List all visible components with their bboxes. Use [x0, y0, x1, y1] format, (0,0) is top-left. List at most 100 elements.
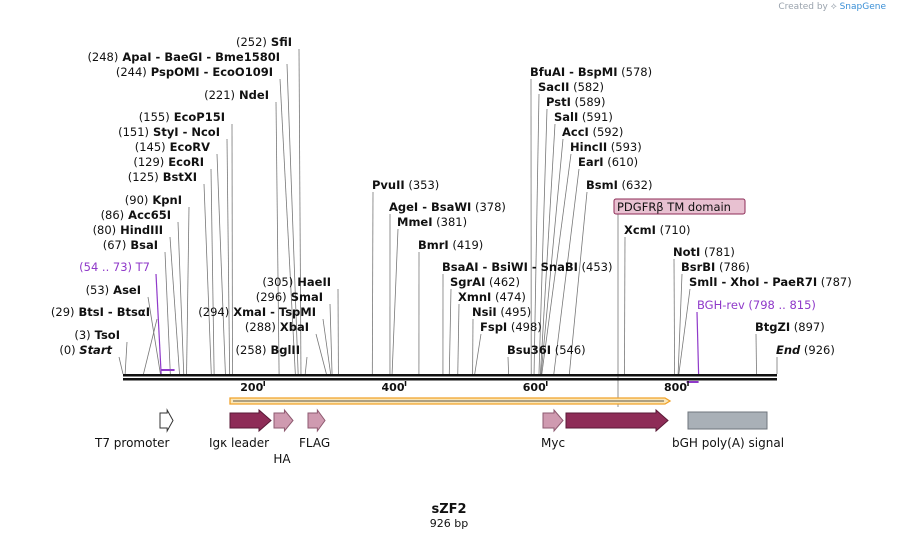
site-label-apai[interactable]: (248) ApaI - BaeGI - Bme1580I	[87, 50, 280, 64]
site-label-acc65i[interactable]: (86) Acc65I	[101, 208, 171, 222]
feature-label: bGH poly(A) signal	[672, 436, 784, 450]
site-line-pvuii	[371, 191, 374, 375]
feature-label: Myc	[541, 436, 565, 450]
site-label-hincii[interactable]: HincII (593)	[570, 140, 642, 154]
site-line-bghrev	[696, 311, 700, 375]
credit-prefix: Created by	[778, 2, 828, 12]
site-label-haeii[interactable]: (305) HaeII	[262, 275, 331, 289]
site-label-btsi[interactable]: (29) BtsI - BtsαI	[51, 305, 150, 319]
site-label-xcmi[interactable]: XcmI (710)	[624, 223, 691, 237]
feature-shape	[273, 408, 294, 433]
site-label-ndei[interactable]: (221) NdeI	[204, 88, 269, 102]
site-label-mmei[interactable]: MmeI (381)	[397, 215, 467, 229]
site-label-sali[interactable]: SalI (591)	[554, 110, 613, 124]
site-label-bsaai[interactable]: BsaAI - BsiWI - SnaBI (453)	[442, 260, 613, 274]
site-label-pvuii[interactable]: PvuII (353)	[372, 178, 439, 192]
site-label-kpni[interactable]: (90) KpnI	[125, 193, 182, 207]
site-label-ecorv[interactable]: (145) EcoRV	[135, 140, 210, 154]
site-label-eari[interactable]: EarI (610)	[578, 155, 638, 169]
site-label-noti[interactable]: NotI (781)	[673, 245, 735, 259]
site-label-psti[interactable]: PstI (589)	[546, 95, 605, 109]
site-label-start[interactable]: (0) Start	[59, 343, 112, 357]
site-label-acci[interactable]: AccI (592)	[562, 125, 623, 139]
plasmid-name: sZF2	[431, 502, 466, 517]
site-label-tsoi[interactable]: (3) TsoI	[74, 328, 120, 342]
axis-tick-label: 800	[664, 381, 687, 394]
site-label-styi[interactable]: (151) StyI - NcoI	[118, 125, 220, 139]
site-label-xmni[interactable]: XmnI (474)	[458, 290, 526, 304]
site-label-bghrev[interactable]: BGH-rev (798 .. 815)	[697, 298, 816, 312]
site-label-ecop15i[interactable]: (155) EcoP15I	[139, 110, 225, 124]
site-label-bsrbi[interactable]: BsrBI (786)	[681, 260, 750, 274]
site-label-agei[interactable]: AgeI - BsaWI (378)	[389, 200, 506, 214]
site-label-bsmi[interactable]: BsmI (632)	[586, 178, 652, 192]
site-line-apai	[286, 63, 299, 375]
site-label-t7[interactable]: (54 .. 73) T7	[79, 260, 150, 274]
site-line-btsi	[143, 318, 158, 375]
site-line-eari	[553, 168, 580, 375]
feature-label: Igκ leader	[209, 436, 269, 450]
site-line-ecori	[210, 168, 215, 375]
site-label-btgzi[interactable]: BtgZI (897)	[755, 320, 825, 334]
site-label-bstxi[interactable]: (125) BstXI	[128, 170, 197, 184]
site-line-btgzi	[755, 333, 757, 375]
site-label-sfii[interactable]: (252) SfiI	[236, 35, 292, 49]
site-line-bsai	[164, 251, 171, 375]
site-line-noti	[673, 258, 675, 375]
feature-shape	[159, 408, 174, 433]
feature-shape	[542, 408, 564, 433]
site-line-bsu36i	[507, 356, 510, 375]
feature-t7-promoter[interactable]: T7 promoter	[94, 408, 174, 450]
site-label-asei[interactable]: (53) AseI	[86, 283, 141, 297]
site-label-bsu36i[interactable]: Bsu36I (546)	[507, 343, 586, 357]
site-line-bglii	[304, 356, 308, 375]
site-label-hindiii[interactable]: (80) HindIII	[93, 223, 163, 237]
feature-pdgfr-tm-domain[interactable]	[565, 408, 669, 433]
plasmid-size: 926 bp	[430, 517, 468, 530]
site-label-sgrai[interactable]: SgrAI (462)	[450, 275, 520, 289]
site-line-sacii	[533, 93, 540, 375]
orf-arrow[interactable]	[229, 397, 672, 405]
site-label-pspomi[interactable]: (244) PspOMI - EcoO109I	[116, 65, 273, 79]
feature-shape	[687, 411, 768, 430]
site-line-xmai	[322, 318, 332, 375]
site-label-nsii[interactable]: NsiI (495)	[472, 305, 531, 319]
feature-flag[interactable]: FLAG	[299, 408, 330, 450]
site-label-fspi[interactable]: FspI (498)	[480, 320, 542, 334]
site-line-hincii	[541, 153, 572, 375]
snapgene-credit: Created by ⟡ SnapGene	[778, 2, 886, 12]
feature-ig-leader[interactable]: Igκ leader	[209, 408, 272, 450]
feature-ha[interactable]: HA	[273, 408, 294, 466]
feature-label: T7 promoter	[94, 436, 170, 450]
callout-box[interactable]	[613, 198, 746, 215]
site-line-acc65i	[177, 221, 185, 375]
snapgene-logo-icon: ⟡	[830, 2, 837, 12]
site-line-sgrai	[448, 288, 452, 375]
site-label-smai[interactable]: (296) SmaI	[256, 290, 323, 304]
site-line-xmni	[457, 303, 460, 375]
feature-shape	[307, 408, 326, 433]
site-line-styi	[226, 138, 231, 375]
site-label-xbai[interactable]: (288) XbaI	[245, 320, 309, 334]
site-labels: (0) Start(3) TsoI (29) BtsI - BtsαI (53) A…	[51, 35, 852, 357]
site-label-smli[interactable]: SmlI - XhoI - PaeR7I (787)	[689, 275, 852, 289]
feature-shape	[229, 408, 272, 433]
site-line-kpni	[186, 206, 190, 375]
site-label-bmri[interactable]: BmrI (419)	[418, 238, 483, 252]
site-label-sacii[interactable]: SacII (582)	[538, 80, 604, 94]
site-line-t7	[155, 273, 162, 375]
feature-myc[interactable]: Myc	[541, 408, 565, 450]
feature-bgh-poly-a-signal[interactable]: bGH poly(A) signal	[672, 411, 784, 450]
site-label-ecori[interactable]: (129) EcoRI	[133, 155, 204, 169]
axis-tick-label: 400	[382, 381, 405, 394]
site-line-pspomi	[279, 78, 296, 375]
site-line-bsmi	[568, 191, 588, 375]
site-label-end[interactable]: End (926)	[776, 343, 835, 357]
site-label-xmai[interactable]: (294) XmaI - TspMI	[198, 305, 316, 319]
site-label-bsai[interactable]: (67) BsaI	[103, 238, 158, 252]
site-label-bglii[interactable]: (258) BglII	[236, 343, 300, 357]
site-line-xcmi	[624, 236, 626, 375]
site-label-bfuai[interactable]: BfuAI - BspMI (578)	[530, 65, 652, 79]
site-line-hindiii	[169, 236, 180, 375]
